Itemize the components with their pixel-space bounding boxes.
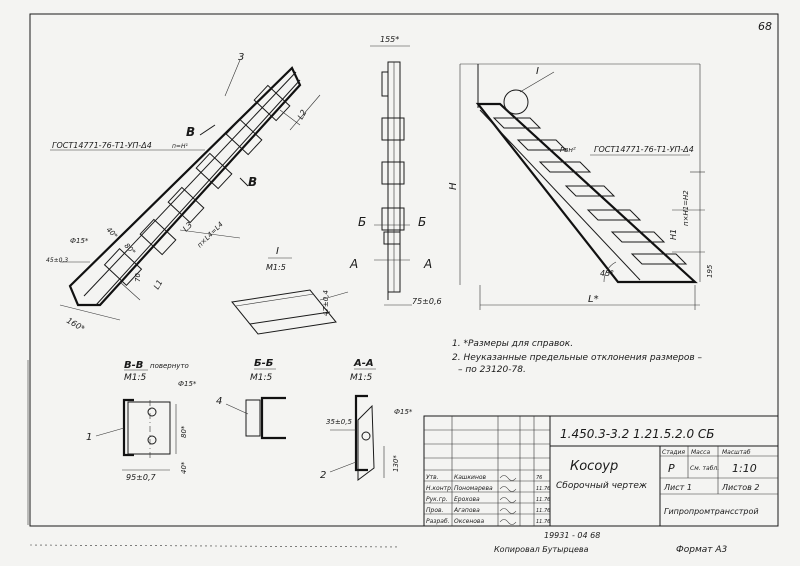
sheet-format: Формат А3 bbox=[676, 545, 728, 555]
dim-h1: Н1 bbox=[669, 229, 678, 240]
row-date: 11.76 bbox=[536, 497, 550, 503]
row-name: Пономарева bbox=[454, 485, 493, 492]
doc-name: Косоур bbox=[570, 459, 618, 474]
section-mark-v-top: В bbox=[186, 125, 195, 139]
section-vv-scale: М1:5 bbox=[124, 373, 147, 383]
doc-type: Сборочный чертеж bbox=[556, 481, 648, 491]
note-2-line-a: 2. Неуказанные предельные отклонения раз… bbox=[452, 353, 703, 363]
detail-i-view bbox=[231, 257, 349, 335]
stringer-side-view bbox=[50, 59, 321, 321]
row-role: Рук.гр. bbox=[426, 496, 448, 503]
weld-note-right: ГОСТ14771-76-Т1-УП-Δ4 bbox=[594, 145, 694, 154]
doc-code: 1.450.3-3.2 1.21.5.2.0 СБ bbox=[560, 427, 715, 441]
dim-l1: L1 bbox=[152, 278, 165, 291]
section-vv-title: В-В bbox=[124, 360, 143, 371]
callout-2: 2 bbox=[320, 470, 326, 481]
weld-note-right-pre: Рвн² bbox=[560, 146, 576, 154]
section-aa-scale: М1:5 bbox=[350, 373, 373, 383]
dim-phi15-c: Ф15* bbox=[394, 408, 413, 416]
row-date: 11.76 bbox=[536, 486, 550, 492]
dim-l2: L2 bbox=[296, 108, 309, 121]
section-bb-drawing bbox=[225, 396, 286, 440]
note-2-line-b: – по 23120-78. bbox=[458, 365, 526, 375]
dim-47-04: 47±0,4 bbox=[322, 290, 330, 316]
scale-value: 1:10 bbox=[732, 462, 757, 475]
dim-155: 155* bbox=[380, 35, 399, 44]
mass-value: См. табл. bbox=[690, 465, 719, 472]
mass-header: Масса bbox=[691, 449, 710, 456]
note-1: 1. *Размеры для справок. bbox=[452, 339, 573, 349]
section-aa-drawing bbox=[329, 394, 385, 481]
callout-4: 4 bbox=[216, 396, 222, 407]
dim-130: 130* bbox=[392, 455, 400, 472]
copied-by: Копировал Бутырцева bbox=[494, 545, 589, 554]
callout-3: 3 bbox=[238, 52, 244, 63]
row-role: Пров. bbox=[426, 507, 444, 514]
dim-35-05: 35±0,5 bbox=[326, 418, 352, 426]
callout-1: 1 bbox=[86, 432, 92, 443]
dim-nh1: п×Н1=Н2 bbox=[682, 190, 690, 226]
org-name: Гипропромтрансстрой bbox=[664, 507, 759, 516]
sheet-value: Лист 1 bbox=[663, 483, 692, 492]
dim-45-deg: 45° bbox=[600, 269, 614, 278]
stage-header: Стадия bbox=[662, 449, 685, 456]
row-role: Разраб. bbox=[426, 518, 450, 525]
row-name: Оксенова bbox=[454, 518, 484, 525]
dim-75-06: 75±0,6 bbox=[412, 297, 442, 306]
row-role: Н.контр. bbox=[426, 485, 453, 492]
signatures bbox=[499, 475, 517, 525]
section-vv-note: повернуто bbox=[150, 362, 189, 370]
stringer-front-view bbox=[370, 45, 412, 306]
stair-elevation-view bbox=[459, 63, 705, 310]
row-date: 76 bbox=[536, 475, 542, 481]
dim-80-b: 80* bbox=[180, 425, 188, 438]
section-mark-v-bottom: В bbox=[248, 175, 257, 189]
inventory-number: 19931 - 04 68 bbox=[544, 531, 600, 540]
dim-70: 70 bbox=[134, 273, 142, 282]
dim-h: Н bbox=[448, 182, 459, 190]
section-bb-title: Б-Б bbox=[254, 358, 274, 369]
view-a-left: А bbox=[349, 257, 358, 271]
dim-95-07: 95±0,7 bbox=[126, 473, 157, 482]
row-name: Ерохова bbox=[454, 496, 480, 503]
detail-i-label: I bbox=[276, 246, 279, 257]
view-b-right: Б bbox=[418, 215, 426, 229]
title-block bbox=[423, 415, 779, 527]
sheet-number: 68 bbox=[758, 20, 772, 33]
detail-i-scale: М1:5 bbox=[266, 263, 286, 272]
section-vv-drawing bbox=[95, 398, 177, 471]
dim-l: L* bbox=[588, 294, 599, 305]
dim-195: 195 bbox=[706, 264, 714, 278]
sheets-value: Листов 2 bbox=[721, 483, 760, 492]
dim-45-03: 45±0,3 bbox=[46, 257, 68, 264]
scale-header: Масштаб bbox=[722, 449, 751, 456]
weld-note-left-sub: п=Н¹ bbox=[172, 143, 188, 150]
dim-phi15: Ф15* bbox=[70, 237, 89, 245]
row-date: 11.76 bbox=[536, 519, 550, 525]
dim-phi15-b: Ф15* bbox=[178, 380, 197, 388]
view-a-right: А bbox=[423, 257, 432, 271]
dim-40-b: 40* bbox=[180, 461, 188, 474]
drawing-frame bbox=[29, 13, 779, 527]
weld-note-left: ГОСТ14771-76-Т1-УП-Δ4 bbox=[52, 141, 152, 150]
row-date: 11.76 bbox=[536, 508, 550, 514]
row-name: Кашкинов bbox=[454, 474, 487, 481]
section-aa-title: А-А bbox=[353, 358, 374, 369]
section-bb-scale: М1:5 bbox=[250, 373, 273, 383]
stage-value: Р bbox=[668, 462, 675, 475]
view-b-left: Б bbox=[358, 215, 366, 229]
row-role: Утв. bbox=[426, 474, 439, 481]
row-name: Агапова bbox=[453, 507, 480, 514]
detail-i-ref: I bbox=[536, 66, 539, 77]
